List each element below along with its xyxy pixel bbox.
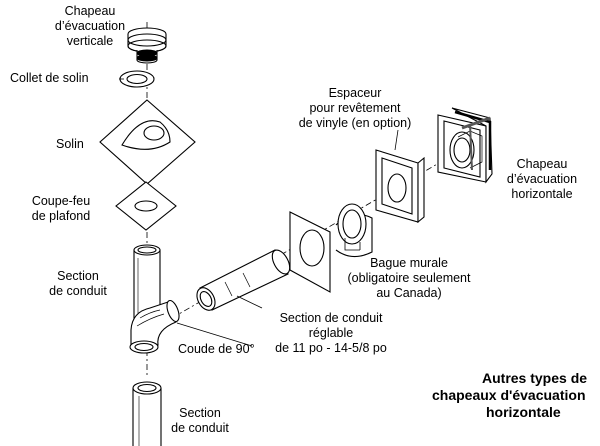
- vertical-cap-label-line3: verticale: [66, 34, 114, 48]
- other-types-heading: Autres types de chapeaux d'évacuation ho…: [430, 370, 600, 421]
- flashing-label: Solin: [56, 137, 84, 151]
- vertical-cap-illustration: [127, 27, 167, 64]
- adjustable-pipe-illustration: [196, 249, 291, 311]
- firestop-illustration: [115, 181, 177, 231]
- storm-collar-label: Collet de solin: [10, 71, 89, 85]
- leader-elbow: [176, 322, 253, 347]
- horizontal-cap-label-line3: horizontale: [511, 187, 573, 201]
- leader-adjustable: [236, 295, 263, 309]
- adjustable-section-label-line1: Section de conduit: [279, 311, 383, 325]
- horizontal-cap-illustration: [437, 107, 493, 184]
- vinyl-spacer-illustration: [375, 149, 425, 224]
- vinyl-spacer-label: Espaceur pour revêtement de vinyle (en o…: [280, 86, 430, 131]
- vinyl-spacer-label-line1: Espaceur: [328, 86, 382, 100]
- firestop-label-line1: Coupe-feu: [31, 194, 91, 208]
- vertical-cap-label-line2: d’évacuation: [54, 19, 126, 33]
- vinyl-spacer-label-line3: de vinyle (en option): [298, 116, 412, 130]
- pipe-section-upper-label-line1: Section: [57, 269, 99, 283]
- wall-thimble-label-line3: au Canada): [376, 286, 442, 300]
- storm-collar-illustration: [119, 70, 155, 88]
- pipe-section-lower-label: Section de conduit: [160, 406, 240, 436]
- pipe-section-lower-label-line2: de conduit: [171, 421, 229, 435]
- adjustable-section-label-line2: réglable: [308, 326, 354, 340]
- pipe-section-lower-label-line1: Section: [179, 406, 221, 420]
- firestop-label-line2: de plafond: [31, 209, 91, 223]
- firestop-label: Coupe-feu de plafond: [14, 194, 108, 224]
- adjustable-section-label: Section de conduit réglable de 11 po - 1…: [256, 311, 406, 356]
- vinyl-spacer-label-line2: pour revêtement: [309, 101, 401, 115]
- pipe-section-lower-illustration: [132, 381, 162, 446]
- wall-thimble-label-line2: (obligatoire seulement: [347, 271, 471, 285]
- elbow-illustration: [129, 299, 180, 354]
- vertical-cap-label: Chapeau d’évacuation verticale: [40, 4, 140, 49]
- other-types-heading-line3: horizontale: [486, 404, 561, 420]
- horizontal-cap-label: Chapeau d’évacuation horizontale: [492, 157, 592, 202]
- pipe-section-upper-label-line2: de conduit: [49, 284, 107, 298]
- wall-thimble-illustration: [289, 203, 373, 293]
- other-types-heading-line1: Autres types de: [482, 370, 588, 386]
- leader-wall-thimble: [344, 238, 361, 251]
- horizontal-cap-label-line2: d’évacuation: [506, 172, 578, 186]
- elbow-label: Coude de 90°: [178, 342, 255, 356]
- other-types-heading-line2: chapeaux d'évacuation: [432, 387, 586, 403]
- pipe-section-upper-label: Section de conduit: [30, 269, 126, 299]
- adjustable-section-label-line3: de 11 po - 14-5/8 po: [275, 341, 387, 355]
- leader-vinyl-spacer: [394, 129, 399, 151]
- flashing-illustration: [99, 99, 196, 185]
- wall-thimble-label-line1: Bague murale: [370, 256, 448, 270]
- horizontal-cap-label-line1: Chapeau: [516, 157, 568, 171]
- wall-thimble-label: Bague murale (obligatoire seulement au C…: [334, 256, 484, 301]
- vertical-cap-label-line1: Chapeau: [64, 4, 116, 18]
